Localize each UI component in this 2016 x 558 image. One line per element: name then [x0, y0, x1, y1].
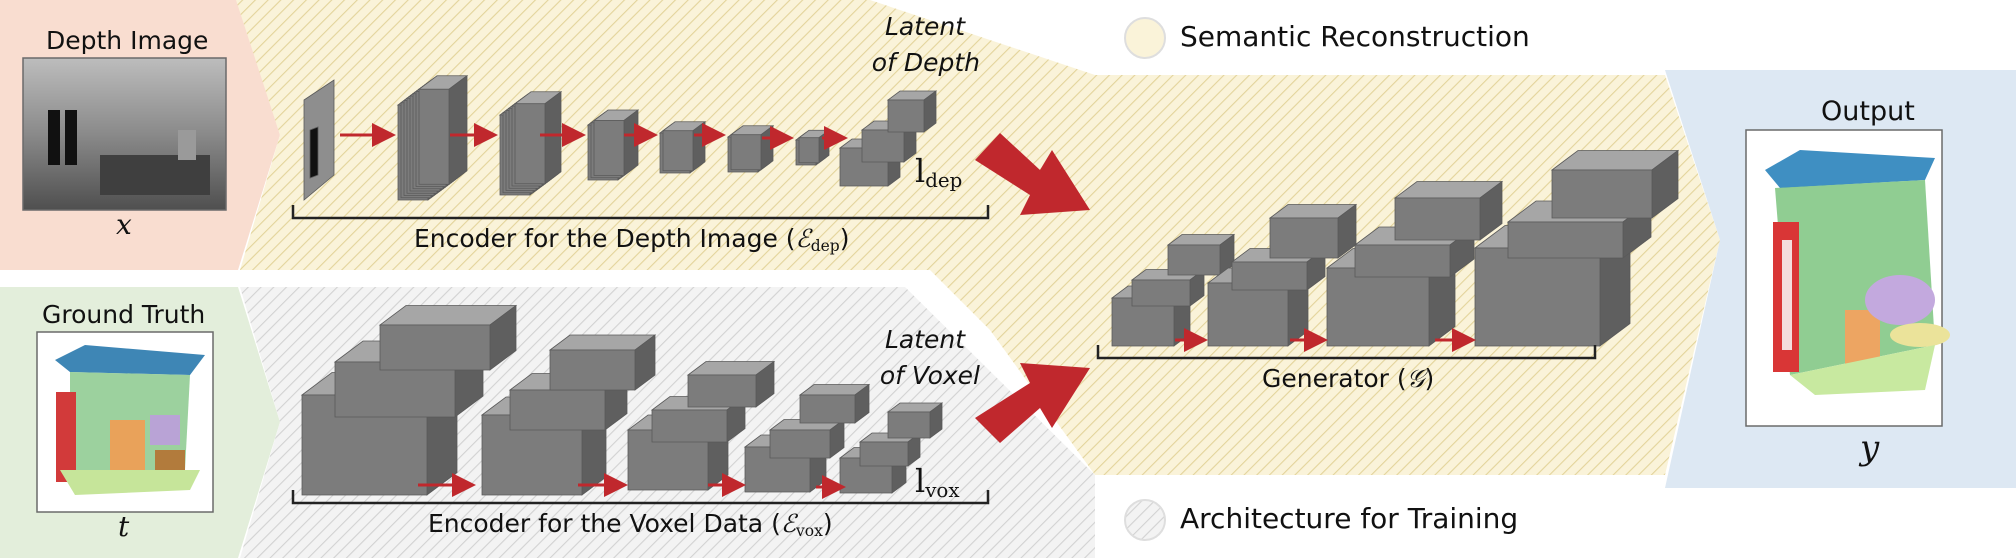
generator-caption: Generator (𝒢)	[1262, 364, 1435, 393]
vox-l5-1-front	[859, 441, 909, 467]
semantic-legend-label: Semantic Reconstruction	[1180, 20, 1530, 53]
generator-layers	[1110, 149, 1680, 352]
generator-bracket	[1096, 345, 1597, 360]
vox-l2-1-front	[509, 389, 606, 431]
gen-l4-1-front	[1507, 221, 1624, 259]
depth-encoder-bracket	[291, 205, 990, 220]
depth-to-generator-arrow	[975, 133, 1090, 215]
training-legend-label: Architecture for Training	[1180, 502, 1519, 535]
depth-layer-3-front	[593, 120, 625, 176]
gen-l1-1-front	[1131, 279, 1191, 307]
gen-l4-2-front	[1551, 169, 1653, 219]
latent-voxel-line2: of Voxel	[879, 361, 980, 390]
ground-truth-title: Ground Truth	[42, 300, 206, 329]
depth-latent-b-front	[861, 129, 905, 163]
output-title: Output	[1821, 96, 1915, 127]
depth-thumb-door	[309, 126, 319, 179]
depth-image	[22, 57, 227, 211]
gen-l3-0-front	[1326, 267, 1430, 347]
gen-l2-2-front	[1269, 217, 1339, 259]
ground-truth-var: t	[118, 510, 130, 543]
depth-layer-5-front	[730, 134, 762, 171]
voxel-encoder-layers	[300, 304, 944, 499]
vox-l5-2-front	[887, 411, 931, 439]
vox-l4-2-front	[799, 394, 856, 424]
gen-l2-0-front	[1207, 282, 1289, 347]
depth-layer-4-front	[662, 130, 694, 172]
gen-l3-2-front	[1394, 197, 1481, 241]
output-var: y	[1860, 428, 1880, 468]
voxel-to-generator-arrow	[975, 363, 1090, 443]
voxel-encoder-bracket	[291, 490, 990, 505]
vox-l3-1-front	[651, 409, 728, 443]
latent-depth-line2: of Depth	[871, 48, 980, 77]
depth-latent-c-front	[887, 99, 925, 133]
vox-l4-1-front	[769, 429, 831, 459]
depth-layer-4-side	[692, 120, 706, 172]
depth-layer-2-front	[514, 103, 546, 185]
latent-voxel-var: lvox	[915, 462, 960, 502]
gen-l1-2-front	[1167, 244, 1221, 276]
voxel-encoder-caption: Encoder for the Voxel Data (ℰvox)	[428, 509, 833, 540]
gen-l3-1-front	[1354, 244, 1451, 278]
depth-image-title: Depth Image	[46, 26, 209, 55]
latent-voxel-line1: Latent	[885, 325, 966, 354]
gen-l4-0-front	[1474, 247, 1601, 347]
latent-depth-var: ldep	[915, 152, 963, 192]
vox-l3-2-front	[687, 374, 757, 408]
depth-layer-2-side	[544, 90, 562, 185]
gen-l2-1-front	[1231, 261, 1308, 291]
output-image	[1745, 129, 1950, 427]
depth-layer-3-side	[623, 109, 639, 177]
depth-encoder-caption: Encoder for the Depth Image (ℰdep)	[414, 224, 850, 255]
vox-l2-2-front	[549, 349, 636, 391]
depth-layer-1-side	[448, 74, 468, 186]
vox-l1-2-front	[379, 324, 491, 371]
semantic-legend-swatch	[1124, 17, 1166, 59]
depth-layer-1-front	[418, 88, 450, 185]
training-legend-swatch	[1124, 499, 1166, 541]
depth-image-var: x	[116, 208, 132, 241]
ground-truth-image	[36, 331, 214, 513]
depth-encoder-layers	[303, 74, 938, 201]
latent-depth-line1: Latent	[885, 12, 966, 41]
depth-layer-6-front	[798, 137, 820, 164]
